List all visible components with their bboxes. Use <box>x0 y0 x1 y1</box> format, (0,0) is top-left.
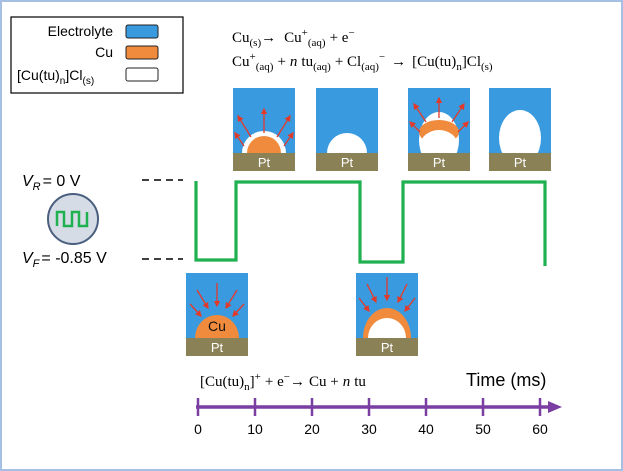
square-wave-icon <box>55 210 89 228</box>
pt-electrode <box>186 338 248 356</box>
time-axis-tick-label: 30 <box>361 421 377 437</box>
time-axis-tick-label: 20 <box>304 421 320 437</box>
waveform-generator-icon <box>47 193 99 245</box>
cu-particle <box>247 136 281 153</box>
legend-complex-label: [Cu(tu)n]Cl(s) <box>17 67 94 87</box>
time-axis-arrowhead <box>548 401 562 413</box>
electrode-panel-cathodic-1: Cu Pt <box>186 273 248 356</box>
complex-core <box>368 318 406 338</box>
pt-electrode-label: Pt <box>211 340 224 355</box>
pt-electrode-label: Pt <box>433 155 446 170</box>
pulse-waveform <box>194 180 547 266</box>
pt-electrode-label: Pt <box>258 155 271 170</box>
pt-electrode <box>356 338 418 356</box>
time-axis-tick-label: 40 <box>418 421 434 437</box>
complex-layer <box>499 110 541 153</box>
time-axis-tick-label: 10 <box>247 421 263 437</box>
legend-cu-label: Cu <box>95 44 113 60</box>
electrode-panel-cathodic-2: Pt <box>356 273 418 356</box>
pt-electrode <box>408 153 470 171</box>
time-axis-label: Time (ms) <box>466 370 546 390</box>
electrode-panel-anodic-3: Pt <box>408 88 470 171</box>
legend-electrolyte-swatch <box>125 24 159 39</box>
equation-cu-oxidation: Cu(s)→Cu+(aq)+ e− <box>232 27 355 49</box>
pt-electrode <box>316 153 378 171</box>
pt-electrode <box>489 153 551 171</box>
electrode-panel-anodic-2: Pt <box>316 88 378 171</box>
time-axis: 0 10 20 30 40 50 60 <box>194 398 562 437</box>
time-axis-tick-label: 60 <box>532 421 548 437</box>
vf-potential-label: VF= -0.85 V <box>22 250 107 270</box>
legend: Electrolyte Cu [Cu(tu)n]Cl(s) <box>10 16 184 94</box>
cu-particle <box>195 315 239 338</box>
inward-field-arrows <box>189 283 245 317</box>
complex-core <box>420 130 458 153</box>
legend-cu-swatch <box>125 45 159 60</box>
vr-potential-label: VR= 0 V <box>22 173 81 193</box>
time-axis-tick-label: 0 <box>194 421 202 437</box>
cu-particle-label: Cu <box>208 318 226 334</box>
electrode-panel-anodic-1: Pt <box>233 88 295 171</box>
legend-complex-swatch <box>125 67 159 82</box>
electrode-panel-anodic-4: Pt <box>489 88 551 171</box>
time-axis-tick-label: 50 <box>475 421 491 437</box>
pt-electrode <box>233 153 295 171</box>
pt-electrode-label: Pt <box>381 340 394 355</box>
legend-electrolyte-label: Electrolyte <box>48 23 114 39</box>
inward-field-arrows <box>358 277 416 313</box>
pt-electrode-label: Pt <box>514 155 527 170</box>
complex-layer <box>327 133 367 153</box>
outward-field-arrows <box>409 96 469 133</box>
outward-field-arrows <box>234 107 294 147</box>
pt-electrode-label: Pt <box>341 155 354 170</box>
